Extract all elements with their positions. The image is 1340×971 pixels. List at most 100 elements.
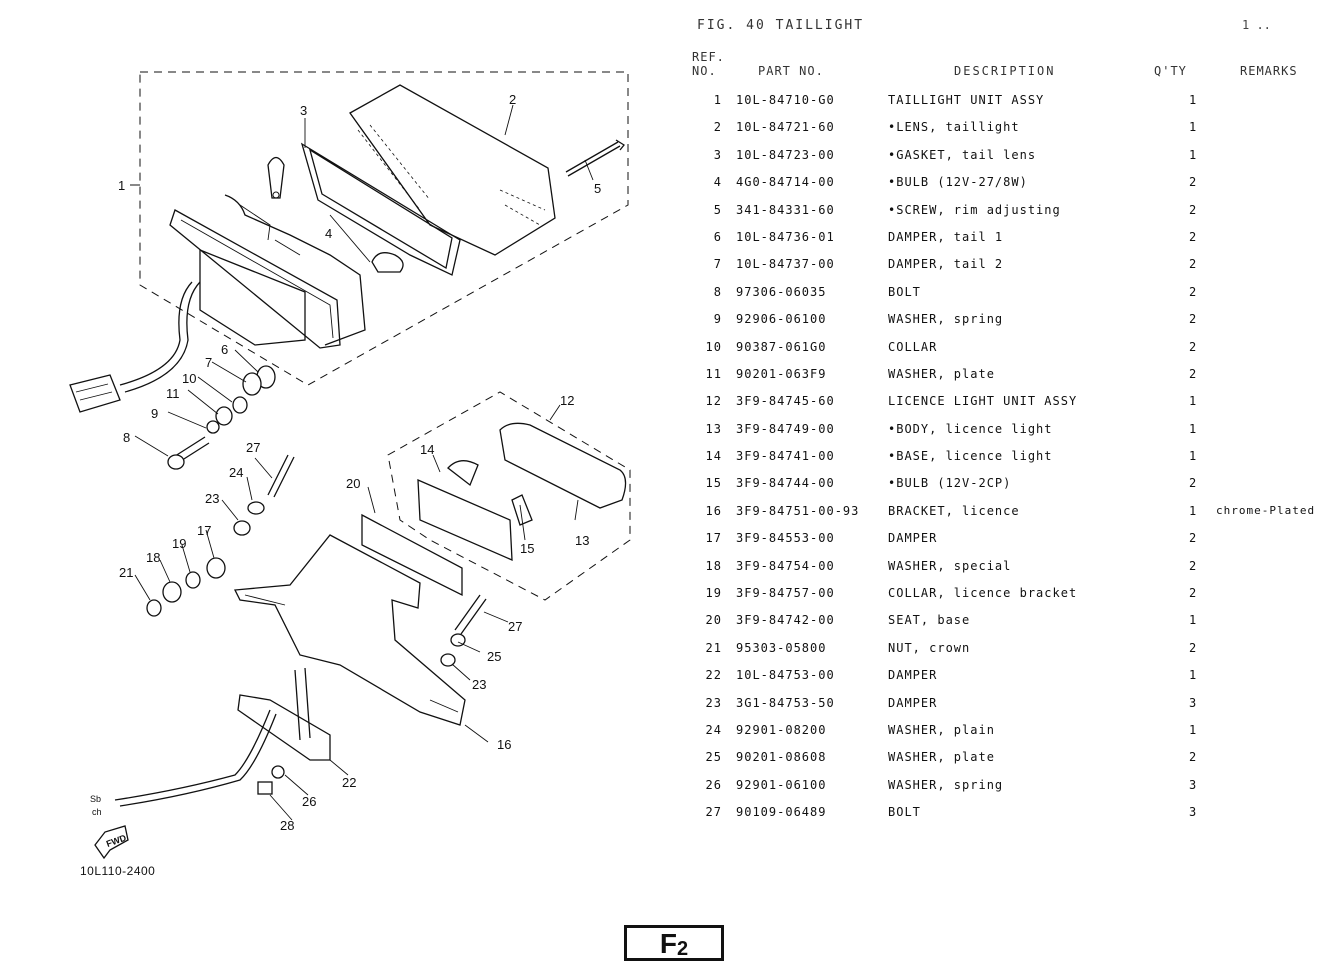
ref-no: 9: [713, 312, 722, 327]
seat-base-part: [361, 513, 463, 597]
screw-part: [565, 139, 625, 177]
callout-14: 14: [420, 442, 434, 457]
part-description: •BULB (12V-27/8W): [888, 175, 1028, 190]
part-number: 3F9-84742-00: [736, 613, 835, 628]
part-number: 95303-05800: [736, 640, 827, 655]
callout-15: 15: [520, 541, 534, 556]
ref-no: 7: [713, 257, 722, 272]
part-number: 90387-061G0: [736, 339, 827, 354]
forward-arrow-icon: FWD: [94, 825, 129, 860]
ref-no: 2: [713, 120, 722, 135]
quantity: 2: [1189, 366, 1198, 381]
part-number: 97306-06035: [736, 284, 827, 299]
part-description: BOLT: [888, 284, 921, 299]
callout-26: 26: [302, 794, 316, 809]
ref-no: 11: [705, 366, 722, 381]
callout-1: 1: [118, 178, 125, 193]
callout-5: 5: [594, 181, 601, 196]
callout-21: 21: [119, 565, 133, 580]
ref-no: 10: [705, 339, 722, 354]
part-description: •BASE, licence light: [888, 449, 1053, 464]
callout-20: 20: [346, 476, 360, 491]
part-number: 90109-06489: [736, 805, 827, 820]
taillight-housing: [169, 194, 366, 349]
part-number: 10L-84710-G0: [736, 93, 835, 107]
ref-no: 16: [705, 503, 722, 518]
ref-no: 1: [713, 93, 722, 107]
quantity: 1: [1189, 722, 1198, 737]
callout-27b: 27: [508, 619, 522, 634]
ref-no: 24: [705, 722, 722, 737]
licence-bulb: [447, 460, 533, 526]
part-description: WASHER, spring: [888, 777, 1004, 792]
part-description: BOLT: [888, 805, 921, 820]
part-number: 92901-08200: [736, 722, 827, 737]
wire-label-ch: ch: [92, 807, 102, 817]
licence-light-base: [417, 478, 513, 562]
part-description: DAMPER: [888, 668, 938, 683]
taillight-assy-boundary: [139, 71, 629, 386]
ref-no: 15: [705, 476, 722, 491]
part-description: •GASKET, tail lens: [888, 147, 1037, 162]
ref-no: 26: [705, 777, 722, 792]
callout-23: 23: [205, 491, 219, 506]
col-qty: Q'TY: [1154, 64, 1187, 78]
quantity: 2: [1189, 229, 1198, 244]
quantity: 1: [1189, 147, 1198, 162]
quantity: 2: [1189, 284, 1198, 299]
part-description: DAMPER, tail 2: [888, 257, 1004, 272]
ref-no: 6: [713, 229, 722, 244]
callout-19: 19: [172, 536, 186, 551]
callout-25: 25: [487, 649, 501, 664]
part-number: 3F9-84754-00: [736, 558, 835, 573]
callout-6: 6: [221, 342, 228, 357]
part-number: 10L-84723-00: [736, 147, 835, 162]
part-number: 341-84331-60: [736, 202, 835, 217]
callout-12: 12: [560, 393, 574, 408]
figure-title: FIG. 40 TAILLIGHT: [697, 18, 865, 33]
wire-label-sb: Sb: [90, 794, 101, 804]
ref-no: 19: [705, 586, 722, 601]
quantity: 3: [1189, 695, 1198, 710]
remarks: chrome-Plated: [1216, 503, 1316, 517]
table-row: 8 97306-06035 BOLT 2: [692, 282, 1337, 309]
page-mark: 1 ..: [1242, 18, 1271, 32]
part-number: 3F9-84553-00: [736, 531, 835, 546]
quantity: 2: [1189, 640, 1198, 655]
part-description: •SCREW, rim adjusting: [888, 202, 1061, 217]
quantity: 2: [1189, 558, 1198, 573]
part-description: •LENS, taillight: [888, 120, 1020, 135]
ref-no: 22: [705, 668, 722, 683]
quantity: 2: [1189, 339, 1198, 354]
callout-10: 10: [182, 371, 196, 386]
callout-7: 7: [205, 355, 212, 370]
quantity: 1: [1189, 668, 1198, 683]
part-description: NUT, crown: [888, 640, 971, 655]
callout-3: 3: [300, 103, 307, 118]
callout-4: 4: [325, 226, 332, 241]
quantity: 1: [1189, 613, 1198, 628]
ref-no: 8: [713, 284, 722, 299]
callout-22: 22: [342, 775, 356, 790]
licence-light-boundary: [387, 391, 631, 601]
part-number: 4G0-84714-00: [736, 175, 835, 190]
quantity: 2: [1189, 476, 1198, 491]
part-description: DAMPER: [888, 531, 938, 546]
quantity: 2: [1189, 750, 1198, 765]
quantity: 1: [1189, 394, 1198, 409]
part-number: 92901-06100: [736, 777, 827, 792]
